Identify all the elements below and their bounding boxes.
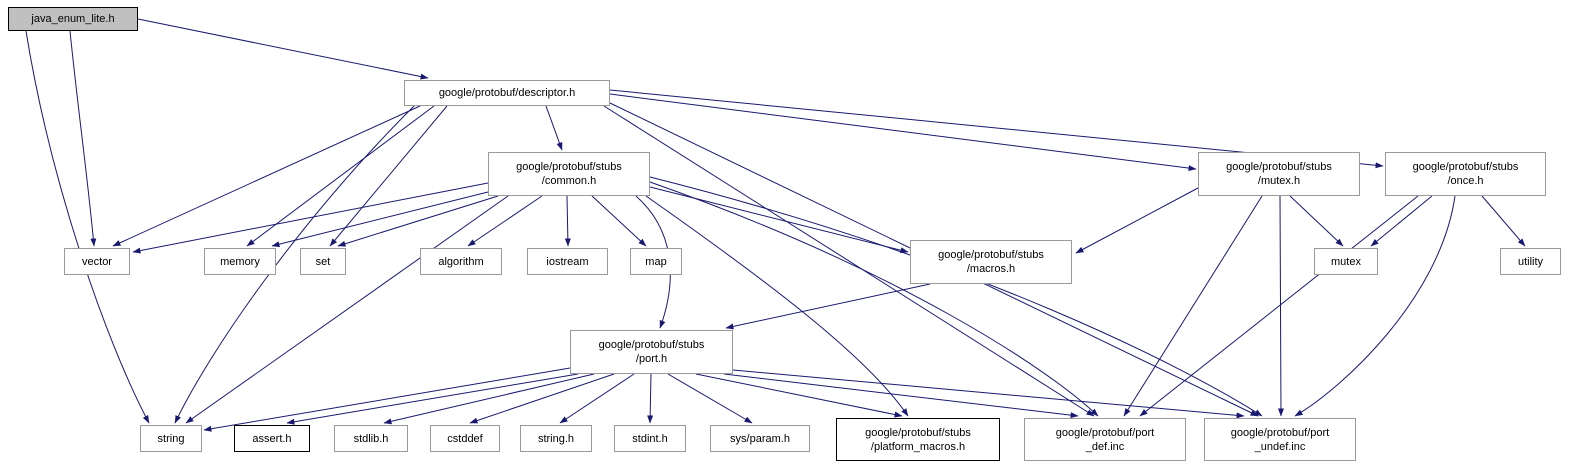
node-assert-h[interactable]: assert.h [234, 425, 310, 452]
node-utility[interactable]: utility [1500, 248, 1561, 275]
node-label: string.h [537, 432, 575, 445]
edge-descriptor-string [174, 105, 415, 424]
edge-stubs_port-assert_h [286, 373, 579, 425]
edge-stubs_port-string [203, 367, 571, 432]
edge-descriptor-memory [246, 105, 435, 247]
node-descriptor-h[interactable]: google/protobuf/descriptor.h [404, 80, 610, 106]
edge-stubs_common-stubs_macros [649, 186, 909, 254]
node-label: algorithm [438, 255, 484, 268]
node-label: /once.h [1447, 175, 1484, 187]
edge-descriptor-port_def [603, 105, 1095, 417]
edge-java_enum_lite-vector [69, 30, 97, 247]
node-label: google/protobuf/stubs [1412, 161, 1519, 173]
node-stdlib-h[interactable]: stdlib.h [334, 425, 408, 452]
node-label: iostream [546, 255, 589, 268]
node-label: /macros.h [966, 263, 1016, 275]
edge-descriptor-stubs_mutex [609, 93, 1197, 172]
edge-stubs_port-sys_param_h [667, 373, 753, 424]
node-stubs-macros-h[interactable]: google/protobuf/stubs /macros.h [910, 240, 1072, 284]
node-label: set [315, 255, 331, 268]
node-cstddef[interactable]: cstddef [430, 425, 500, 452]
node-string[interactable]: string [140, 425, 202, 452]
node-algorithm[interactable]: algorithm [420, 248, 502, 275]
node-label: java_enum_lite.h [31, 13, 115, 25]
node-label: google/protobuf/stubs [598, 339, 705, 351]
edge-descriptor-vector [112, 105, 421, 247]
node-stubs-once-h[interactable]: google/protobuf/stubs /once.h [1385, 152, 1546, 196]
node-stubs-port-h[interactable]: google/protobuf/stubs /port.h [570, 330, 733, 374]
node-mutex[interactable]: mutex [1314, 248, 1378, 275]
node-stubs-mutex-h[interactable]: google/protobuf/stubs /mutex.h [1198, 152, 1360, 196]
node-vector[interactable]: vector [64, 248, 130, 275]
node-label: google/protobuf/port [1055, 426, 1155, 439]
node-label: assert.h [252, 432, 292, 445]
edge-stubs_common-port_undef [649, 176, 1263, 417]
edge-stubs_once-port_undef [1294, 195, 1456, 417]
edge-stubs_port-stdlib_h [383, 373, 595, 425]
node-stdint-h[interactable]: stdint.h [614, 425, 686, 452]
edge-java_enum_lite-descriptor [137, 18, 429, 80]
node-port-undef-inc[interactable]: google/protobuf/port _undef.inc [1204, 418, 1356, 461]
node-platform-macros-h[interactable]: google/protobuf/stubs /platform_macros.h [836, 418, 1000, 461]
node-label: google/protobuf/stubs [1226, 161, 1332, 173]
edge-descriptor-set [329, 105, 448, 247]
edge-stubs_common-string [185, 195, 509, 424]
edge-java_enum_lite-string [25, 30, 150, 424]
edge-stubs_mutex-port_undef [1277, 195, 1284, 417]
node-label: stdint.h [632, 432, 668, 445]
node-memory[interactable]: memory [204, 248, 276, 275]
edge-stubs_common-set [337, 195, 499, 247]
node-label: /port.h [635, 353, 668, 365]
edge-stubs_port-stdint_h [647, 373, 654, 424]
node-string-h[interactable]: string.h [520, 425, 592, 452]
node-stubs-common-h[interactable]: google/protobuf/stubs /common.h [488, 152, 650, 196]
edge-stubs_common-vector [132, 182, 489, 254]
node-label: _def.inc [1085, 440, 1125, 453]
node-set[interactable]: set [300, 248, 346, 275]
edge-stubs_common-memory [271, 191, 489, 248]
node-iostream[interactable]: iostream [527, 248, 608, 275]
node-label: mutex [1331, 255, 1361, 268]
edge-stubs_port-string_h [559, 373, 635, 424]
node-sys-param-h[interactable]: sys/param.h [710, 425, 810, 452]
node-port-def-inc[interactable]: google/protobuf/port _def.inc [1024, 418, 1186, 461]
node-label: google/protobuf/stubs [938, 249, 1044, 261]
edge-stubs_common-iostream [564, 195, 571, 247]
node-label: utility [1517, 255, 1544, 268]
edge-stubs_mutex-stubs_macros [1075, 187, 1199, 254]
edge-descriptor-stubs_common [545, 105, 563, 151]
node-label: _undef.inc [1254, 440, 1306, 453]
node-label: /mutex.h [1257, 175, 1301, 187]
node-label: sys/param.h [730, 432, 790, 445]
node-label: stdlib.h [353, 432, 389, 445]
edge-stubs_common-platform_macros [645, 195, 909, 417]
node-label: google/protobuf/stubs [516, 161, 622, 173]
node-label: vector [82, 255, 112, 268]
node-label: cstddef [447, 432, 483, 445]
node-label: string [157, 432, 185, 445]
node-label: memory [220, 255, 260, 268]
node-label: map [645, 255, 667, 268]
edge-stubs_once-utility [1481, 195, 1526, 247]
edge-stubs_port-cstddef [469, 373, 615, 424]
node-label: google/protobuf/port [1230, 426, 1330, 439]
edge-stubs_once-mutex [1370, 195, 1433, 247]
edge-stubs_common-map [591, 195, 647, 247]
node-map[interactable]: map [630, 248, 682, 275]
node-label: google/protobuf/stubs [865, 426, 971, 439]
node-label: google/protobuf/descriptor.h [438, 87, 576, 99]
edge-stubs_macros-stubs_port [725, 283, 931, 330]
node-label: /platform_macros.h [870, 440, 966, 453]
node-java-enum-lite-h[interactable]: java_enum_lite.h [8, 7, 138, 31]
edge-stubs_port-port_undef [732, 369, 1245, 419]
edge-stubs_common-port_def [649, 181, 1099, 417]
edge-stubs_port-port_def [723, 373, 1079, 419]
edge-stubs_mutex-mutex [1289, 195, 1344, 247]
edge-stubs_once-port_def [1139, 195, 1419, 417]
edge-stubs_common-algorithm [467, 195, 543, 247]
edge-stubs_port-platform_macros [695, 373, 903, 418]
edge-stubs_mutex-port_def [1123, 195, 1263, 417]
node-label: /common.h [541, 175, 597, 187]
